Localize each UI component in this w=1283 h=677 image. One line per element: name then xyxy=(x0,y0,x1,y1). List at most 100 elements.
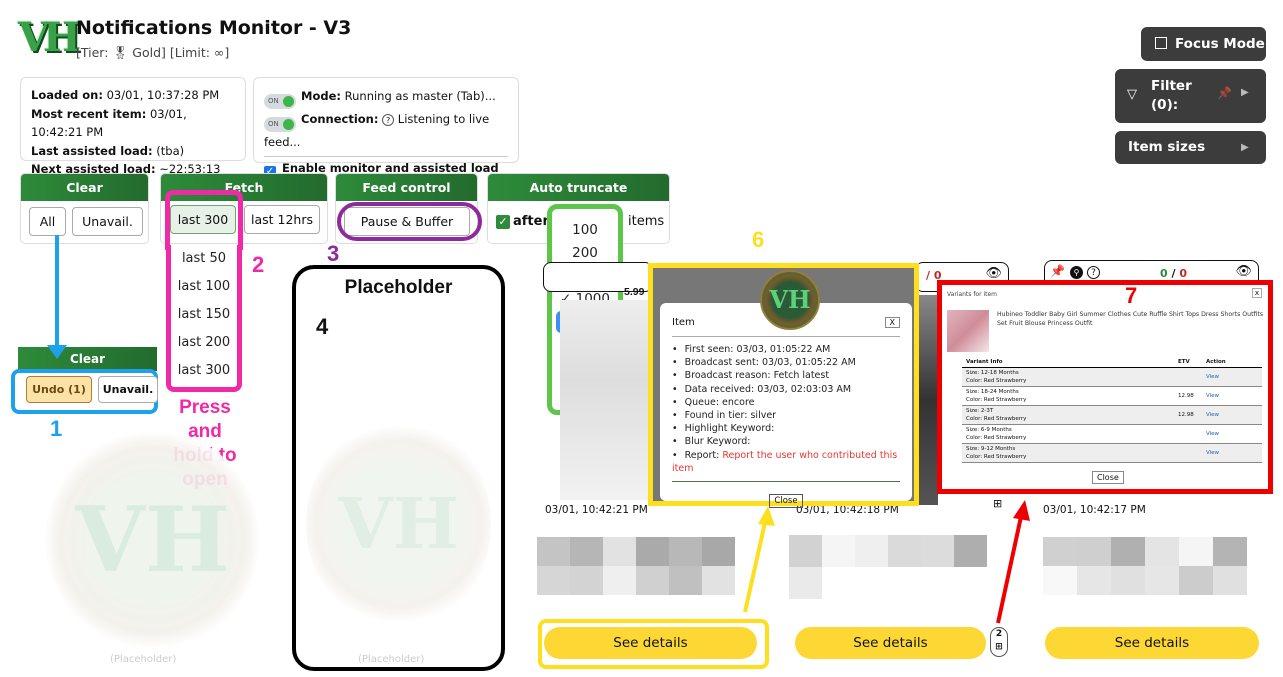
variants-button[interactable]: 2⊞ xyxy=(990,627,1008,657)
focus-mode-label: Focus Mode xyxy=(1175,36,1265,52)
fetch-option[interactable]: last 150 xyxy=(177,307,231,322)
focus-mode-button[interactable]: Focus Mode xyxy=(1141,27,1266,61)
variant-size: Size: 9-12 Months xyxy=(966,446,1016,452)
help-icon[interactable]: ? xyxy=(382,114,395,126)
red-arrow xyxy=(996,511,1024,624)
clear-panel-mini-header: Clear xyxy=(18,347,157,371)
connection-toggle[interactable]: ON xyxy=(264,117,296,132)
mode-toggle[interactable]: ON xyxy=(264,94,296,109)
yellow-arrowhead xyxy=(758,506,775,526)
truncate-option[interactable]: 100 xyxy=(572,222,598,238)
detail-line: First seen: 03/03, 01:05:22 AM xyxy=(672,343,900,356)
variant-count: 2 xyxy=(995,629,1003,639)
detail-line: Highlight Keyword: xyxy=(672,422,900,435)
clear-panel: Clear All Unavail. xyxy=(20,173,149,244)
view-link[interactable]: View xyxy=(1206,412,1220,418)
truncate-option[interactable]: 200 xyxy=(572,245,598,261)
variant-etv: 12.98 xyxy=(1178,412,1194,418)
yellow-arrow xyxy=(743,517,768,613)
variant-size: Size: 12-18 Months xyxy=(966,370,1019,376)
placeholder-logo: VH xyxy=(306,419,491,629)
annotation-number: 2 xyxy=(252,252,265,277)
fetch-option[interactable]: last 100 xyxy=(177,279,231,294)
annotation-number: 1 xyxy=(50,416,63,441)
fetch-option[interactable]: last 300 xyxy=(177,363,231,378)
clear-all-button[interactable]: All xyxy=(29,207,66,236)
recent-label: Most recent item: xyxy=(31,106,147,121)
annotation-box-see-details xyxy=(538,619,769,669)
variants-icon: ⊞ xyxy=(995,642,1003,652)
variants-title: Variants for item xyxy=(947,291,998,298)
annotation-number: 6 xyxy=(752,227,765,252)
product-thumbnail xyxy=(947,310,989,352)
fetch-last300-button[interactable]: last 300 xyxy=(170,205,236,234)
focus-mode-checkbox[interactable] xyxy=(1155,37,1167,49)
next-load-value: ~22:53:13 xyxy=(159,162,221,176)
red-arrowhead xyxy=(1013,500,1030,521)
loaded-label: Loaded on: xyxy=(31,88,103,102)
placeholder-label: (Placeholder) xyxy=(110,654,177,665)
variant-color: Color: Red Strawberry xyxy=(966,454,1027,460)
filter-button[interactable]: ▽ Filter(0): 📌 ▶ xyxy=(1115,69,1266,123)
modal-close-button[interactable]: Close xyxy=(769,494,803,509)
variant-etv xyxy=(1174,425,1202,444)
item-price: 5.99 xyxy=(624,286,645,298)
variants-close-x-button[interactable]: x xyxy=(1251,288,1262,298)
undo-button[interactable]: Undo (1) xyxy=(26,376,92,403)
search-icon[interactable]: ⚲ xyxy=(1070,266,1083,279)
pin-icon[interactable]: 📌 xyxy=(1217,86,1232,100)
after-label: after xyxy=(513,214,549,229)
filter-label: Filter xyxy=(1151,78,1192,94)
item-sizes-button[interactable]: Item sizes▶ xyxy=(1115,131,1266,164)
annotation-number: 7 xyxy=(1125,283,1138,308)
view-link[interactable]: View xyxy=(1206,393,1220,399)
variants-close-button[interactable]: Close xyxy=(1092,471,1124,484)
annotation-arrow xyxy=(55,235,59,355)
annotation-arrowhead xyxy=(47,345,67,359)
variant-size: Size: 18-24 Months xyxy=(966,389,1019,395)
modal-close-x-button[interactable]: X xyxy=(884,317,900,328)
view-link[interactable]: View xyxy=(1206,374,1220,380)
hide-eye-icon[interactable]: 👁 xyxy=(985,266,1002,281)
pause-buffer-button[interactable]: Pause & Buffer xyxy=(344,207,470,236)
see-details-button[interactable]: See details xyxy=(1045,627,1259,659)
see-details-button[interactable]: See details xyxy=(795,627,986,659)
detail-line: Broadcast sent: 03/03, 01:05:22 AM xyxy=(672,356,900,369)
hide-eye-icon[interactable]: 👁 xyxy=(1235,264,1252,279)
view-link[interactable]: View xyxy=(1206,431,1220,437)
pin-icon[interactable]: 📌 xyxy=(1050,264,1065,278)
tier-value: Gold] [Limit: ∞] xyxy=(132,45,230,60)
fetch-last12hrs-button[interactable]: last 12hrs xyxy=(244,205,320,234)
item-count: / 0 xyxy=(926,269,942,282)
help-icon[interactable]: ? xyxy=(1087,266,1100,279)
fetch-option[interactable]: last 50 xyxy=(181,251,227,266)
variant-etv xyxy=(1174,368,1202,387)
clear-unavail-button[interactable]: Unavail. xyxy=(72,207,143,236)
detail-line: Broadcast reason: Fetch latest xyxy=(672,369,900,382)
item-sizes-label: Item sizes xyxy=(1128,139,1206,155)
loaded-value: 03/01, 10:37:28 PM xyxy=(106,88,220,102)
see-details-button[interactable]: See details xyxy=(544,627,757,659)
load-info-box: Loaded on: 03/01, 10:37:28 PM Most recen… xyxy=(20,77,246,176)
fetch-title: Fetch xyxy=(161,174,327,201)
report-link[interactable]: Report the user who contributed this ite… xyxy=(672,449,898,474)
variants-icon[interactable]: ⊞ xyxy=(993,497,1003,510)
annotation-number: 3 xyxy=(327,241,340,266)
next-load-label: Next assisted load: xyxy=(31,162,156,176)
auto-truncate-checkbox[interactable]: ✓ xyxy=(496,215,510,229)
tier-label: [Tier: xyxy=(76,45,109,60)
expand-arrow-icon: ▶ xyxy=(1241,87,1249,98)
annotation-box-fetch xyxy=(165,190,243,250)
view-link[interactable]: View xyxy=(1206,450,1220,456)
variant-etv xyxy=(1174,444,1202,463)
divider xyxy=(264,156,508,157)
feed-control-panel: Feed control Pause & Buffer xyxy=(335,173,478,244)
unavail-button[interactable]: Unavail. xyxy=(98,376,158,403)
variant-color: Color: Red Strawberry xyxy=(966,378,1027,384)
fetch-option[interactable]: last 200 xyxy=(177,335,231,350)
annotation-number: 4 xyxy=(316,314,329,339)
detail-line: Blur Keyword: xyxy=(672,435,900,448)
